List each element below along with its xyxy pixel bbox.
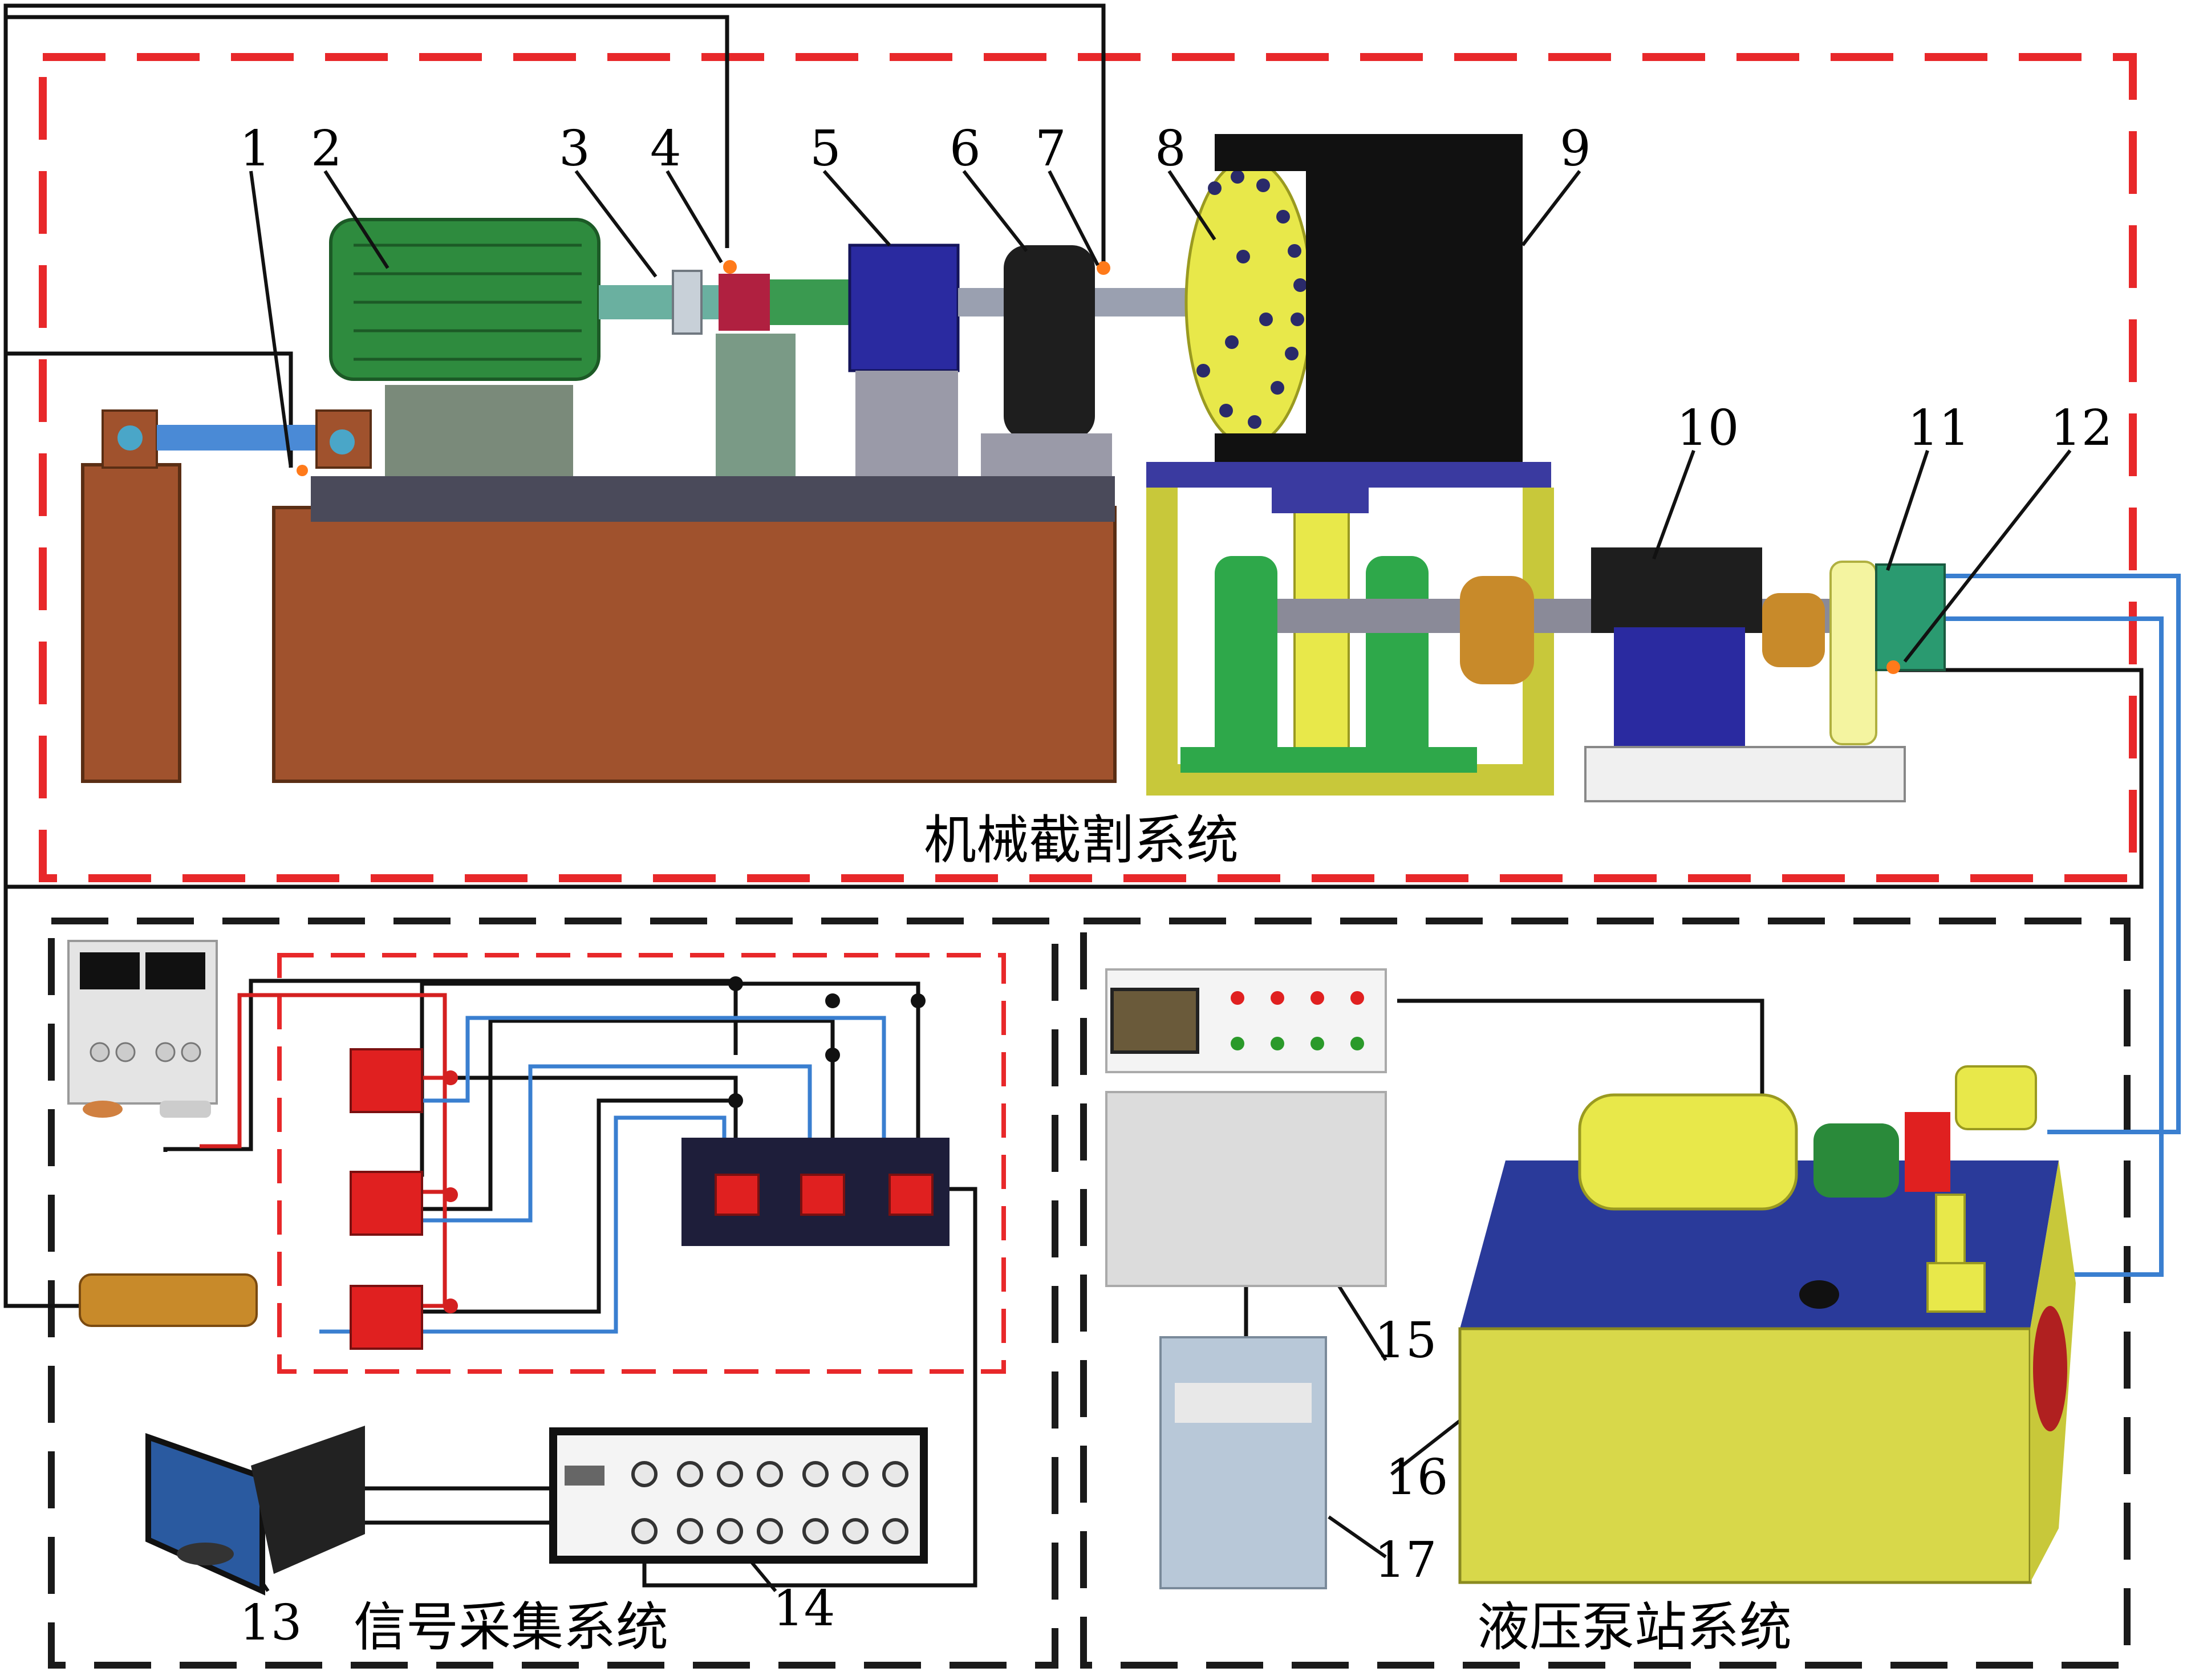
- signal-system-frame: [48, 918, 1058, 1669]
- bearing-base: [981, 433, 1112, 476]
- hydraulic-system-frame: [1080, 918, 2131, 1669]
- power-display-1: [80, 952, 140, 989]
- power-display-2: [145, 952, 205, 989]
- cylinder-right-pin: [330, 429, 355, 455]
- bearing-block: [1004, 245, 1095, 439]
- reducer-body: [1614, 627, 1745, 747]
- suction-port: [1926, 1262, 1986, 1313]
- component-numbers: 1 2 3 4 5 6 7 8 9 10 11 12 13 14 15 16 1…: [240, 120, 2112, 1651]
- junctions: [728, 976, 926, 1108]
- indicator-lights: [1231, 991, 1364, 1050]
- lift-coupling-1: [1460, 576, 1534, 684]
- signal-system-title: 信号采集系统: [354, 1597, 668, 1658]
- terminal-1: [715, 1174, 760, 1216]
- support-post: [81, 463, 181, 783]
- amplifier-2: [350, 1171, 423, 1236]
- label-16: 16: [1386, 1449, 1448, 1506]
- pressure-sensor-tag: [1886, 660, 1900, 674]
- tank-port: [2033, 1306, 2067, 1431]
- coal-wall: [1215, 134, 1523, 468]
- gearbox: [848, 244, 960, 372]
- pump-coupling: [1813, 1123, 1899, 1198]
- accelerometer: [79, 1273, 258, 1327]
- reducer: [1591, 547, 1762, 633]
- hmi-screen: [1110, 988, 1199, 1054]
- power-knob-3: [155, 1042, 176, 1062]
- label-5: 5: [810, 120, 841, 177]
- terminal-3: [888, 1174, 934, 1216]
- cabinet-panel: [1175, 1383, 1312, 1423]
- pc-tower: [251, 1426, 365, 1574]
- label-7: 7: [1035, 120, 1066, 177]
- monitor: [145, 1433, 265, 1596]
- motor-fins: [354, 244, 582, 361]
- label-17: 17: [1374, 1532, 1437, 1589]
- terminal-2: [800, 1174, 845, 1216]
- label-8: 8: [1155, 120, 1186, 177]
- valve-block: [1955, 1065, 2037, 1130]
- cutting-drum: [1184, 158, 1313, 447]
- motor-base: [385, 385, 573, 476]
- monitor-stand: [177, 1543, 234, 1565]
- rack-support-left: [1215, 556, 1277, 767]
- label-9: 9: [1560, 120, 1591, 177]
- pump-motor: [1578, 1093, 1798, 1211]
- signal-wires: [3, 3, 2144, 1588]
- power-knob-4: [181, 1042, 201, 1062]
- label-13: 13: [240, 1594, 302, 1651]
- amplifier-1: [350, 1048, 423, 1113]
- mechanical-system-frame: [39, 53, 2137, 882]
- lift-frame-left: [1146, 488, 1178, 796]
- label-4: 4: [650, 120, 681, 177]
- torque-sensor: [719, 274, 770, 331]
- rack-support-base: [1180, 747, 1477, 773]
- displacement-sensor: [297, 465, 308, 476]
- gearbox-stand: [855, 371, 958, 476]
- filter: [1935, 1194, 1966, 1264]
- rack-support-right: [1366, 556, 1429, 767]
- reducer-base: [1584, 746, 1906, 802]
- tank-front: [1458, 1327, 2032, 1584]
- hydraulic-cylinder: [157, 425, 322, 451]
- cylinder-left-pin: [117, 425, 143, 451]
- power-knob-2: [115, 1042, 136, 1062]
- electric-cabinet: [1159, 1336, 1327, 1589]
- filler-cap: [1799, 1280, 1839, 1309]
- label-2: 2: [311, 120, 342, 177]
- label-15: 15: [1374, 1312, 1437, 1369]
- relief-valve: [1905, 1112, 1950, 1192]
- test-bed-plate: [311, 476, 1115, 522]
- motor-mount: [1829, 561, 1877, 745]
- vibration-sensor: [1097, 261, 1110, 275]
- power-knob-1: [90, 1042, 110, 1062]
- bnc-connectors: [631, 1461, 908, 1544]
- torque-sensor-tag: [723, 260, 737, 274]
- sensor-stand: [716, 334, 796, 476]
- label-12: 12: [2050, 400, 2112, 457]
- label-11: 11: [1908, 400, 1970, 457]
- hydraulic-system-title: 液压泵站系统: [1477, 1597, 1792, 1658]
- db9-port: [565, 1466, 604, 1486]
- gearbox-shaft: [770, 279, 861, 325]
- blue-wires: [319, 1016, 886, 1334]
- rack-top: [1272, 479, 1369, 513]
- lift-coupling-2: [1762, 593, 1825, 667]
- label-14: 14: [773, 1580, 835, 1637]
- mechanical-system-title: 机械截割系统: [924, 810, 1239, 871]
- label-3: 3: [559, 120, 590, 177]
- red-junctions: [443, 1070, 458, 1313]
- test-bed-base: [272, 506, 1117, 783]
- control-panel-body: [1105, 1091, 1387, 1287]
- label-10: 10: [1677, 400, 1739, 457]
- coupling: [672, 270, 703, 335]
- label-6: 6: [950, 120, 981, 177]
- label-1: 1: [240, 120, 271, 177]
- power-switch: [83, 1101, 123, 1118]
- power-terminals: [160, 1101, 211, 1118]
- sensor-module-frame: [277, 953, 1006, 1374]
- amplifier-3: [350, 1285, 423, 1350]
- drum-picks: [1196, 170, 1307, 429]
